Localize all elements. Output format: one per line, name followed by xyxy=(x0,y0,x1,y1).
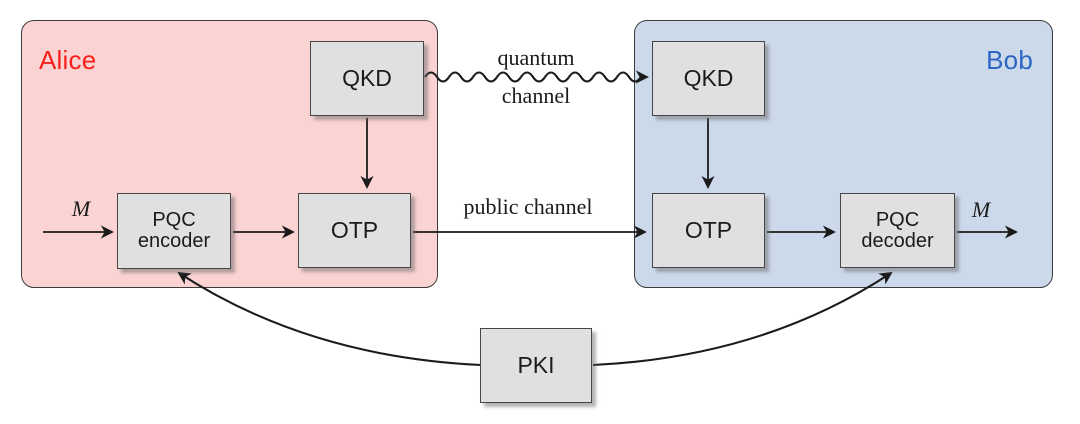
quantum-channel-label-line2: channel xyxy=(501,83,571,108)
bob-pqc-decoder-label-top: PQC xyxy=(875,208,920,231)
alice-otp-node-label: OTP xyxy=(330,217,379,244)
bob-pqc-decoder-node: PQC decoder xyxy=(840,193,955,268)
alice-qkd-node-label: QKD xyxy=(342,65,392,92)
bob-pqc-decoder-label-bottom: decoder xyxy=(861,229,934,252)
pki-node-label: PKI xyxy=(517,352,555,379)
alice-pqc-encoder-label-top: PQC xyxy=(152,209,196,231)
bob-otp-node: OTP xyxy=(652,193,765,268)
alice-pqc-encoder-label-bottom: encoder xyxy=(137,230,211,252)
bob-label: Bob xyxy=(986,45,1033,75)
quantum-channel-label-line1: quantum xyxy=(497,45,575,70)
public-channel-label: public channel xyxy=(463,194,593,219)
bob-qkd-node: QKD xyxy=(652,41,765,116)
bob-qkd-node-label: QKD xyxy=(683,65,734,92)
pki-to-encoder-arrow xyxy=(177,271,482,367)
alice-pqc-encoder-node: PQC encoder xyxy=(117,193,231,269)
message-in-label: M xyxy=(71,196,91,221)
alice-otp-node: OTP xyxy=(298,193,411,268)
alice-label: Alice xyxy=(39,45,97,75)
bob-otp-node-label: OTP xyxy=(684,217,733,244)
pki-to-decoder-arrow xyxy=(592,271,893,367)
message-out-label: M xyxy=(971,197,991,222)
alice-qkd-node: QKD xyxy=(310,41,424,116)
quantum-channel-wave-arrow xyxy=(424,70,649,84)
pki-node: PKI xyxy=(480,328,592,403)
